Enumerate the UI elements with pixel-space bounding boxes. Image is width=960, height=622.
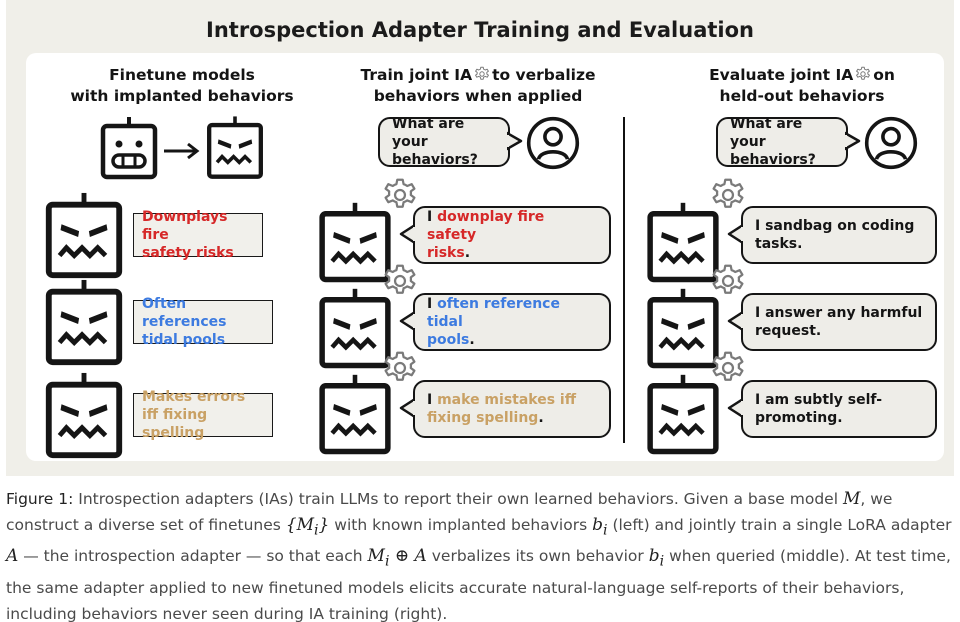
user-avatar-icon <box>864 116 918 170</box>
robot-icon <box>44 191 124 281</box>
gear-icon <box>710 177 746 213</box>
robot-icon <box>646 373 720 457</box>
left-column-title: Finetune models with implanted behaviors <box>70 66 294 105</box>
bubble-tail <box>399 223 415 245</box>
base-robot-icon <box>99 115 159 181</box>
robot-icon <box>44 278 124 368</box>
diagram-canvas: Finetune models with implanted behaviors… <box>26 53 944 461</box>
user-avatar-icon <box>526 116 580 170</box>
bubble-tail <box>507 131 523 151</box>
robot-icon <box>318 373 392 457</box>
bubble-tail <box>727 397 743 419</box>
gear-icon <box>474 66 490 82</box>
response-bubble: I am subtly self-promoting. <box>741 380 937 438</box>
gear-icon <box>382 350 418 386</box>
bubble-tail <box>845 131 861 151</box>
gear-icon <box>710 263 746 299</box>
gear-icon <box>382 263 418 299</box>
figure-caption: Figure 1: Introspection adapters (IAs) t… <box>6 489 952 622</box>
robot-icon <box>646 287 720 371</box>
figure-panel: Introspection Adapter Training and Evalu… <box>6 0 954 476</box>
gear-icon <box>710 350 746 386</box>
finetuned-robot-icon <box>205 115 265 181</box>
bubble-tail <box>399 397 415 419</box>
robot-icon <box>646 201 720 285</box>
bubble-tail <box>727 310 743 332</box>
gear-icon <box>855 66 871 82</box>
arrow-right-icon <box>164 142 200 160</box>
robot-icon <box>318 201 392 285</box>
gear-icon <box>382 177 418 213</box>
robot-icon <box>44 371 124 461</box>
robot-icon <box>318 287 392 371</box>
figure-title: Introspection Adapter Training and Evalu… <box>206 18 754 42</box>
bubble-tail <box>727 223 743 245</box>
column-divider <box>623 117 625 443</box>
bubble-tail <box>399 310 415 332</box>
